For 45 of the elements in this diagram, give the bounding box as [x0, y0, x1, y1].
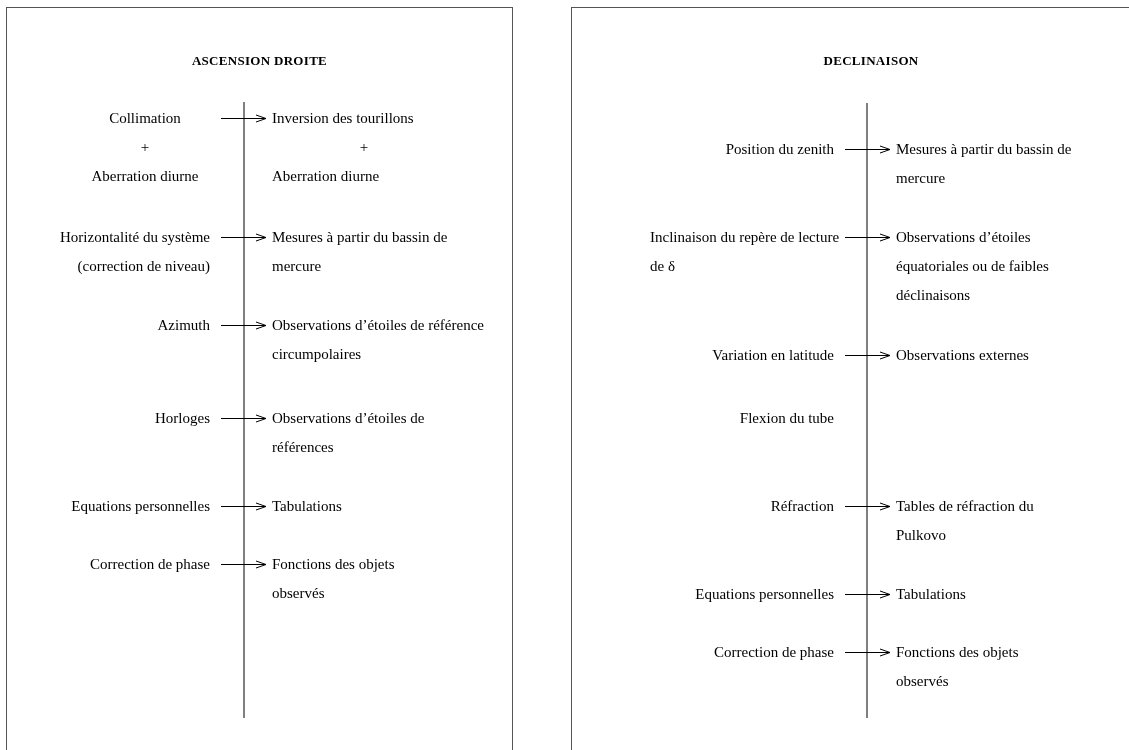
node-text: Observations d’étoiles de références: [272, 410, 425, 455]
arrow: [220, 502, 267, 511]
node-text: Réfraction: [770, 498, 834, 514]
node-text: Equations personnelles: [695, 586, 834, 602]
panel-heading: ASCENSION DROITE: [191, 53, 328, 69]
arrow: [220, 321, 267, 330]
arrow: [220, 114, 267, 123]
node-text: Mesures à partir du bassin de mercure: [896, 141, 1072, 186]
node-text: Variation en latitude: [712, 347, 834, 363]
node-text: Fonctions des objets observés: [896, 644, 1019, 689]
arrow: [844, 145, 891, 154]
node-text: Azimuth: [157, 317, 210, 333]
arrow: [220, 560, 267, 569]
node-text: Tables de réfraction du Pulkovo: [896, 498, 1034, 543]
node-text: Inclinaison du repère de lecture de δ: [650, 229, 840, 274]
arrow: [844, 351, 891, 360]
node-text: Correction de phase: [714, 644, 834, 660]
arrow: [844, 590, 891, 599]
arrow: [220, 233, 267, 242]
node-text: Observations d’étoiles de référence circumpolaires: [272, 317, 484, 362]
panel: [571, 7, 1129, 750]
node-text: +: [140, 139, 150, 155]
node-text: Mesures à partir du bassin de mercure: [272, 229, 448, 274]
arrow: [220, 414, 267, 423]
node-text: Observations d’étoiles équatoriales ou de faibles déclinaisons: [896, 229, 1049, 303]
node-text: Tabulations: [272, 498, 342, 514]
node-text: Position du zenith: [725, 141, 834, 157]
node-text: Collimation: [109, 110, 181, 126]
arrow: [844, 648, 891, 657]
node-text: Horloges: [155, 410, 210, 426]
node-text: Tabulations: [896, 586, 966, 602]
node-text: Horizontalité du système (correction de niveau): [60, 229, 210, 274]
node-text: Aberration diurne: [272, 168, 380, 184]
node-text: Observations externes: [896, 347, 1029, 363]
arrow: [844, 233, 891, 242]
arrow: [844, 502, 891, 511]
node-text: Equations personnelles: [71, 498, 210, 514]
node-text: Correction de phase: [90, 556, 210, 572]
node-text: Flexion du tube: [739, 410, 834, 426]
node-text: Aberration diurne: [91, 168, 199, 184]
node-text: +: [359, 139, 369, 155]
panel: [6, 7, 513, 750]
node-text: Inversion des tourillons: [272, 110, 414, 126]
node-text: Fonctions des objets observés: [272, 556, 395, 601]
panel-heading: DECLINAISON: [823, 53, 919, 69]
